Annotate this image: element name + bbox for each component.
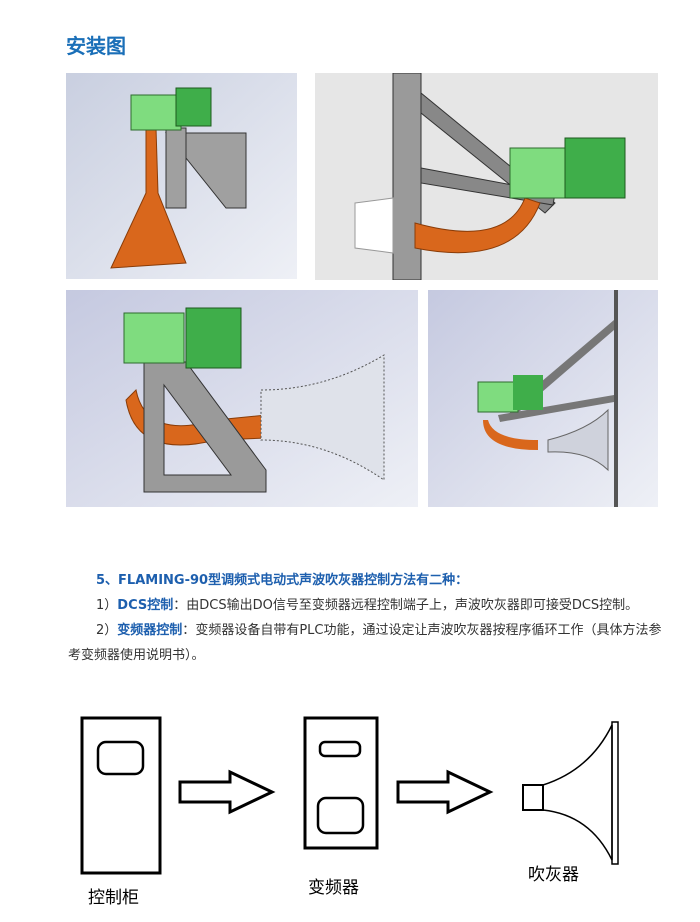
label-control-cabinet: 控制柜 (88, 888, 139, 908)
inverter-shape (303, 716, 379, 850)
install-image-horizontal (66, 290, 418, 507)
control-methods-section: 5、FLAMING-90型调频式电动式声波吹灰器控制方法有二种： 1）DCS控制… (68, 568, 668, 668)
section-heading: 5、FLAMING-90型调频式电动式声波吹灰器控制方法有二种： (96, 573, 469, 588)
item-colon: ： (173, 598, 187, 613)
install-image-wall-side (428, 290, 658, 507)
item-colon: ： (182, 623, 196, 638)
arrow-icon (396, 769, 494, 815)
page-title: 安装图 (66, 34, 126, 58)
method-item-dcs: 1）DCS控制：由DCS输出DO信号至变频器远程控制端子上，声波吹灰器即可接受D… (68, 593, 668, 618)
method-item-inverter: 2）变频器控制：变频器设备自带有PLC功能，通过设定让声波吹灰器按程序循环工作（… (68, 618, 668, 668)
arrow-icon (178, 769, 276, 815)
item-number: 2） (96, 623, 118, 638)
control-cabinet-shape (80, 716, 162, 875)
soot-blower-shape (522, 721, 619, 865)
install-image-vertical (66, 73, 297, 279)
control-flow-diagram: 控制柜 变频器 吹灰器 (80, 716, 619, 908)
install-image-wall (315, 73, 658, 280)
item-text: 由DCS输出DO信号至变频器远程控制端子上，声波吹灰器即可接受DCS控制。 (186, 598, 639, 613)
item-number: 1） (96, 598, 118, 613)
label-inverter: 变频器 (308, 878, 359, 898)
item-label: 变频器控制 (117, 623, 183, 638)
label-soot-blower: 吹灰器 (528, 865, 579, 885)
item-label: DCS控制 (117, 598, 174, 613)
item-text: 变频器设备自带有PLC功能，通过设定让声波吹灰器按程序循环工作（具体方法参考变频… (68, 623, 662, 663)
